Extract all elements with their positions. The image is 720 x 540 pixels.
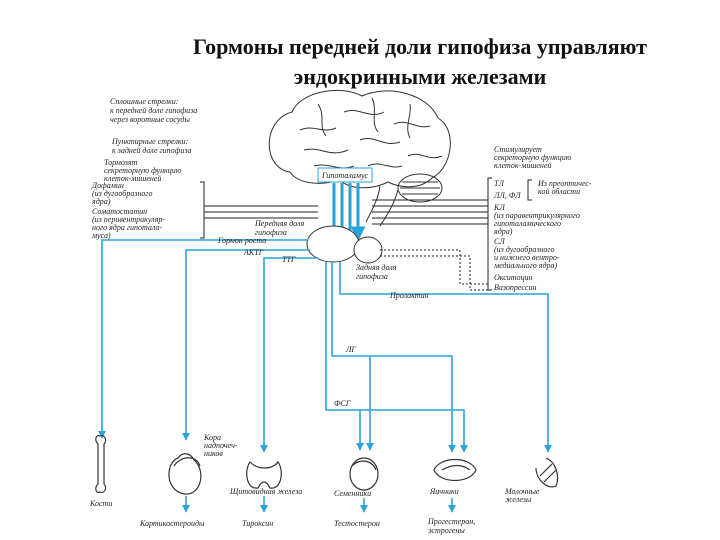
- ovarian-hormones-label-2: эстрогены: [428, 526, 465, 535]
- acth-label: АКТГ: [243, 248, 264, 257]
- right-brackets: [372, 177, 532, 291]
- svg-text:ядра): ядра): [493, 227, 513, 236]
- posterior-label-2: гипофиза: [356, 272, 388, 281]
- anterior-label-1: Передняя доля: [254, 219, 304, 228]
- hypothalamus-box: [317, 167, 373, 183]
- svg-text:Вазопрессин: Вазопрессин: [494, 283, 536, 292]
- anterior-label-2: гипофиза: [255, 228, 287, 237]
- svg-text:(из дугообразного: (из дугообразного: [92, 189, 153, 198]
- svg-text:Сплошные стрелки:: Сплошные стрелки:: [110, 97, 179, 106]
- mammary-icon: [535, 457, 559, 488]
- hypothalamus-label: Гипоталамус: [321, 171, 369, 180]
- thyroid-label: Щитовидная железа: [229, 487, 302, 496]
- svg-text:ядра): ядра): [91, 197, 111, 206]
- posterior-label-1: Задняя доля: [356, 263, 397, 272]
- pituitary-outputs: [98, 239, 552, 453]
- thyroid-icon: [246, 460, 282, 489]
- svg-text:клеток-мишеней: клеток-мишеней: [494, 161, 551, 170]
- svg-text:Стимулирует: Стимулирует: [494, 145, 542, 154]
- svg-text:КЛ: КЛ: [493, 203, 505, 212]
- ovarian-hormones-label-1: Прогестерон,: [427, 517, 475, 526]
- svg-text:Тормозят: Тормозят: [104, 158, 138, 167]
- corticosteroids-label: Кортикостероиды: [139, 519, 205, 528]
- legend-left: Сплошные стрелки: к передней доле гипофи…: [104, 97, 197, 183]
- svg-text:секреторную функцию: секреторную функцию: [494, 153, 572, 162]
- svg-text:Пунктирные стрелки:: Пунктирные стрелки:: [111, 137, 189, 146]
- testes-icon: [349, 457, 379, 491]
- brain-illustration: [268, 89, 451, 227]
- prolactin-label: Пролактин: [389, 291, 429, 300]
- svg-text:Соматостатин: Соматостатин: [92, 207, 147, 216]
- left-releasing-hormones: Дофамин (из дугообразного ядра) Соматост…: [91, 181, 165, 240]
- slide-title-line-1: Гормоны передней доли гипофиза управляют: [193, 34, 647, 59]
- svg-text:Окситоцин: Окситоцин: [494, 273, 533, 282]
- fsh-label: ФСГ: [334, 399, 351, 408]
- posterior-pituitary: [353, 236, 383, 264]
- svg-text:ТЛ: ТЛ: [494, 179, 504, 188]
- svg-text:медиального ядра): медиального ядра): [493, 261, 557, 270]
- legend-right: Стимулирует секреторную функцию клеток-м…: [494, 145, 572, 170]
- svg-text:(из паравентрикулярного: (из паравентрикулярного: [494, 211, 580, 220]
- svg-text:кой области: кой области: [538, 187, 580, 196]
- growth-hormone-label: Гормон роста: [217, 236, 266, 245]
- bone-icon: [95, 435, 107, 493]
- mammary-label-1: Молочные: [504, 487, 540, 496]
- svg-text:к передней доле гипофиза: к передней доле гипофиза: [110, 106, 197, 115]
- svg-text:через воротные сосуды: через воротные сосуды: [110, 115, 190, 124]
- svg-text:ЛЛ, ФЛ: ЛЛ, ФЛ: [493, 191, 521, 200]
- svg-text:Из преоптичес-: Из преоптичес-: [537, 179, 592, 188]
- target-organs: [95, 435, 559, 495]
- testosterone-label: Тестостерон: [334, 519, 380, 528]
- svg-text:секреторную функцию: секреторную функцию: [104, 166, 182, 175]
- svg-text:(из перивентрикуляр-: (из перивентрикуляр-: [92, 215, 165, 224]
- bones-label: Кости: [89, 499, 112, 508]
- anterior-pituitary: [306, 225, 360, 263]
- ovary-icon: [433, 458, 477, 482]
- svg-text:СЛ: СЛ: [494, 237, 505, 246]
- svg-text:муса): муса): [91, 231, 111, 240]
- product-arrows: [182, 496, 456, 513]
- svg-text:и нижнего вентро-: и нижнего вентро-: [494, 253, 560, 262]
- adrenal-label-3: ников: [204, 449, 223, 458]
- mammary-label-2: железы: [505, 495, 532, 504]
- ovaries-label: Яичники: [429, 487, 459, 496]
- adrenal-label-1: Кора: [203, 433, 221, 442]
- svg-text:клеток-мишеней: клеток-мишеней: [104, 174, 161, 183]
- right-releasing-hormones: ТЛ ЛЛ, ФЛ Из преоптичес- кой области КЛ …: [493, 179, 592, 292]
- adrenal-label-2: надпочеч-: [204, 441, 238, 450]
- lh-label: ЛГ: [345, 345, 356, 354]
- svg-text:Дофамин: Дофамин: [91, 181, 124, 190]
- adrenal-icon: [168, 453, 202, 495]
- thyroxine-label: Тироксин: [242, 519, 273, 528]
- svg-text:к задней доле гипофиза: к задней доле гипофиза: [112, 146, 191, 155]
- tsh-label: ТТГ: [282, 255, 296, 264]
- slide-title-line-2: эндокринными железами: [293, 64, 547, 89]
- svg-text:гипоталамического: гипоталамического: [494, 219, 561, 228]
- svg-text:ного ядра гипотала-: ного ядра гипотала-: [92, 223, 162, 232]
- testes-label: Семенники: [334, 489, 371, 498]
- svg-text:(из дугообразного: (из дугообразного: [494, 245, 555, 254]
- left-brackets: [200, 181, 318, 239]
